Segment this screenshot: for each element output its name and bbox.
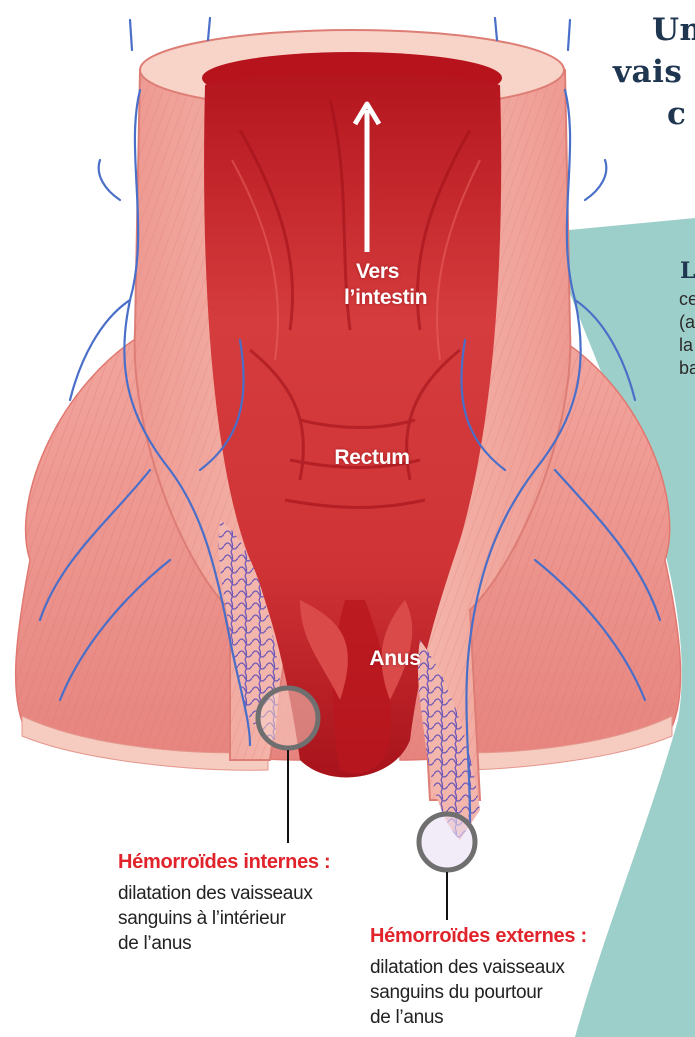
callout-internes-title: Hémorroïdes internes :: [118, 851, 330, 874]
callout-internes-line: de l’anus: [118, 931, 313, 956]
intro-line-3: la: [679, 335, 693, 356]
callout-internes-line: sanguins à l’intérieur: [118, 906, 313, 931]
intro-line-1: ce: [679, 289, 695, 310]
title-line-2: vais: [613, 54, 682, 90]
title-line-1: Un: [652, 12, 695, 48]
arrow-up-icon: [355, 104, 379, 252]
label-vers-intestin: Vers l’intestin: [330, 259, 430, 311]
intro-line-4: ba: [679, 358, 695, 379]
intro-line-2: (a: [679, 312, 695, 333]
magnifier-circle-icon: [258, 688, 318, 843]
intro-heading: L: [680, 258, 695, 284]
title-line-3: c: [667, 96, 686, 132]
callout-externes-line: sanguins du pourtour: [370, 980, 565, 1005]
callout-externes-line: de l’anus: [370, 1005, 565, 1030]
callout-internes-line: dilatation des vaisseaux: [118, 881, 313, 906]
callout-externes-title: Hémorroïdes externes :: [370, 925, 587, 948]
callout-internes-desc: dilatation des vaisseaux sanguins à l’in…: [118, 881, 313, 956]
label-anus: Anus: [355, 646, 435, 672]
callout-externes-desc: dilatation des vaisseaux sanguins du pou…: [370, 955, 565, 1030]
magnifier-circle-icon: [419, 814, 475, 920]
callout-externes-line: dilatation des vaisseaux: [370, 955, 565, 980]
label-rectum: Rectum: [322, 445, 422, 471]
label-intestin: l’intestin: [330, 285, 430, 311]
label-vers: Vers: [330, 259, 430, 285]
